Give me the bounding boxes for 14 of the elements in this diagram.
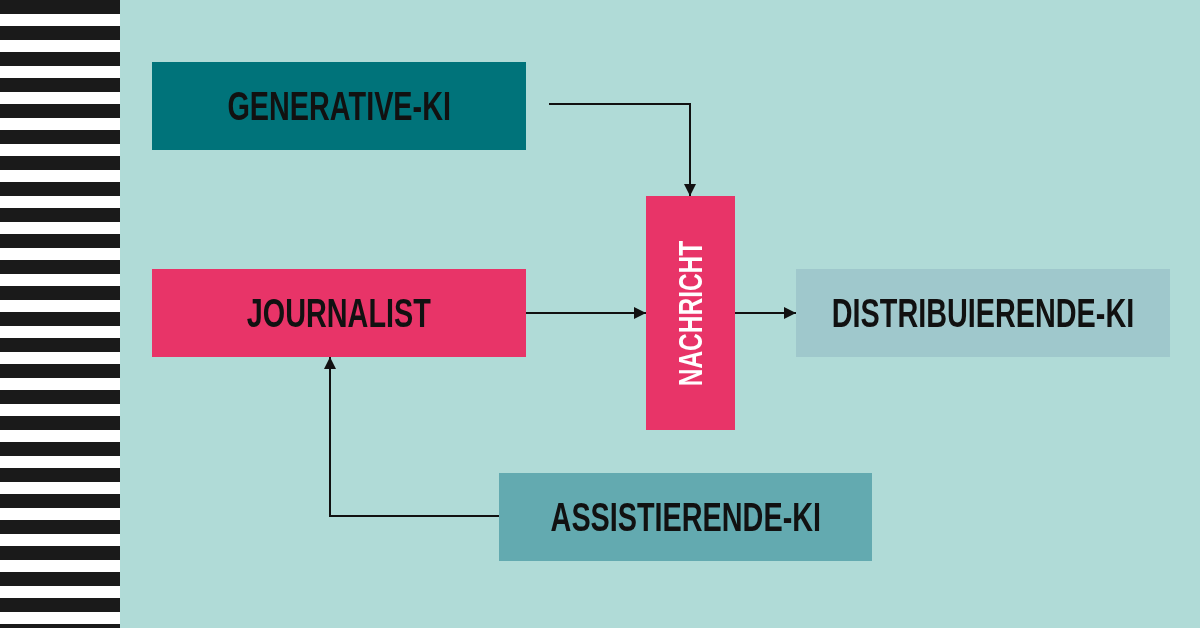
process-box <box>152 269 526 357</box>
arrow <box>734 307 797 319</box>
process-box <box>796 269 1170 357</box>
box-label: GENERATIVE-KI <box>227 83 451 129</box>
arrow <box>548 103 696 197</box>
box-label: ASSISTIERENDE-KI <box>550 494 821 540</box>
process-box <box>152 62 526 150</box>
box-label: NACHRICHT <box>671 240 710 386</box>
process-box <box>499 473 872 561</box>
box-label: JOURNALIST <box>247 290 431 336</box>
arrow <box>525 307 647 319</box>
vertical-box <box>646 196 735 430</box>
arrow <box>324 356 500 517</box>
box-label: DISTRIBUIERENDE-KI <box>831 290 1135 336</box>
